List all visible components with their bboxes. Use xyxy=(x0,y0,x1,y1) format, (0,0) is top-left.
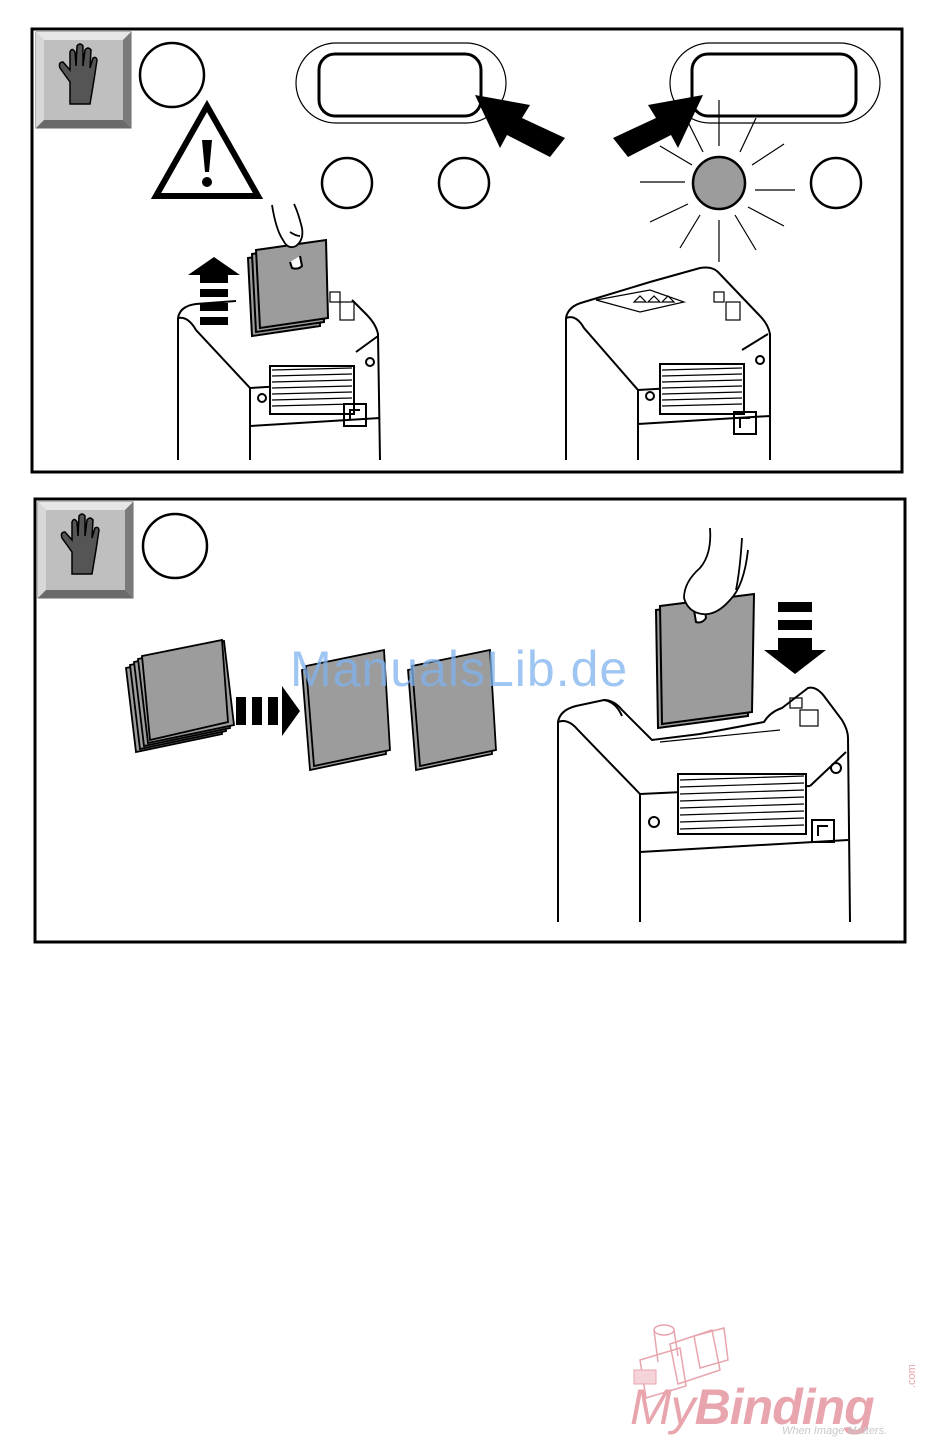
watermark-text: ManualsLib.de xyxy=(290,640,628,698)
glove-icon xyxy=(38,502,133,598)
step-circle xyxy=(140,43,204,107)
logo-suffix: .com xyxy=(906,1364,918,1388)
panel-top-drawing xyxy=(0,0,950,480)
warning-icon xyxy=(156,106,258,196)
paper-stack xyxy=(126,640,234,752)
shredder-right xyxy=(566,268,770,461)
logo-tagline: When Image Matters. xyxy=(782,1425,887,1437)
hand-icon xyxy=(272,204,302,247)
panel-button xyxy=(811,158,861,208)
panel-button xyxy=(439,158,489,208)
arrow-icon xyxy=(764,602,826,674)
display-window-left xyxy=(296,43,506,123)
panel-button xyxy=(322,158,372,208)
paper-stack xyxy=(248,240,328,336)
step-circle xyxy=(143,514,207,578)
arrow-icon xyxy=(475,95,565,157)
logo-brand-my: My xyxy=(630,1379,695,1435)
arrow-icon xyxy=(188,257,240,325)
display-window-right xyxy=(670,43,880,123)
illustration-panel-bottom xyxy=(0,490,950,950)
lit-button xyxy=(693,157,745,209)
illustration-panel-top xyxy=(0,0,950,480)
panel-bottom-drawing xyxy=(0,490,950,950)
glove-icon xyxy=(36,32,131,128)
